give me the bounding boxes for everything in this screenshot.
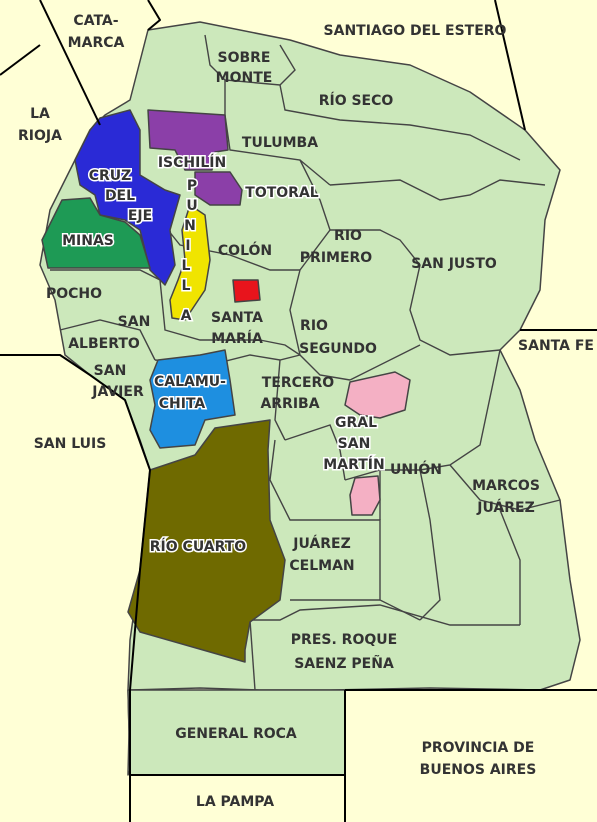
label-catamarca-2: MARCA (68, 35, 125, 51)
label-general-roca: GENERAL ROCA (175, 726, 297, 742)
label-buenos-aires-1: PROVINCIA DE (422, 740, 535, 756)
label-rio-primero-1: RIO (334, 228, 362, 244)
dept-minas (41, 197, 151, 269)
label-cruz-del-eje-2: DEL (105, 188, 135, 204)
label-minas: MINAS (62, 233, 114, 249)
label-san-alberto-1: SAN (118, 314, 151, 330)
label-cruz-del-eje-1: CRUZ (89, 168, 132, 184)
label-punilla-i: I (185, 238, 190, 254)
dept-tercero-arriba-highlight (344, 371, 411, 419)
label-sobremonte-1: SOBRE (218, 50, 271, 66)
label-punilla-u: U (186, 198, 197, 214)
label-juarez-celman-2: CELMAN (289, 558, 354, 574)
label-punilla-n: N (184, 218, 196, 234)
label-san-justo: SAN JUSTO (411, 256, 497, 272)
label-pres-roque-saenz-pena-2: SAENZ PEÑA (294, 655, 394, 672)
label-rio-primero-2: PRIMERO (300, 250, 373, 266)
label-buenos-aires-2: BUENOS AIRES (420, 762, 537, 778)
label-pres-roque-saenz-pena-1: PRES. ROQUE (291, 632, 397, 648)
label-juarez-celman-1: JUÁREZ (292, 535, 350, 552)
label-san-javier-2: JAVIER (91, 384, 144, 400)
label-la-rioja-2: RIOJA (18, 128, 62, 144)
label-san-javier-1: SAN (94, 363, 127, 379)
label-gral-san-martin-3: MARTÍN (323, 456, 384, 473)
label-totoral: TOTORAL (245, 185, 319, 201)
label-calamuchita-2: CHITA (159, 396, 206, 412)
label-san-luis: SAN LUIS (34, 436, 107, 452)
label-punilla-l2: L (182, 278, 191, 294)
label-rio-cuarto: RÍO CUARTO (150, 538, 247, 555)
neighbor-labels: CATA- MARCA SANTIAGO DEL ESTERO LA RIOJA… (18, 13, 594, 810)
department-boundaries (50, 34, 561, 691)
dept-gral-san-martin-highlight (349, 475, 381, 516)
label-rio-segundo-1: RIO (300, 318, 328, 334)
label-gral-san-martin-1: GRAL (335, 415, 377, 431)
label-santiago: SANTIAGO DEL ESTERO (324, 23, 507, 39)
label-gral-san-martin-2: SAN (338, 436, 371, 452)
label-punilla-l1: L (182, 258, 191, 274)
dept-totoral-highlight (194, 171, 243, 206)
label-rio-segundo-2: SEGUNDO (299, 341, 377, 357)
dept-ischilin (147, 109, 229, 171)
label-santa-maria-1: SANTA (211, 310, 263, 326)
label-tulumba: TULUMBA (242, 135, 318, 151)
label-cruz-del-eje-3: EJE (128, 208, 152, 224)
label-marcos-juarez-2: JUÁREZ (476, 499, 534, 516)
label-ischilin: ISCHILÍN (158, 154, 226, 171)
label-catamarca-1: CATA- (73, 13, 118, 29)
dept-cruz-del-eje (74, 109, 181, 286)
label-santa-maria-2: MARÍA (211, 330, 263, 347)
label-santa-fe: SANTA FE (518, 338, 594, 354)
department-labels: SOBRE MONTE RÍO SECO TULUMBA ISCHILÍN TO… (46, 50, 540, 742)
label-tercero-arriba-1: TERCERO (262, 375, 335, 391)
dept-calamuchita (149, 349, 236, 449)
dept-punilla (169, 204, 211, 321)
label-pocho: POCHO (46, 286, 102, 302)
label-calamuchita-1: CALAMU- (154, 374, 226, 390)
label-la-pampa: LA PAMPA (196, 794, 274, 810)
label-union: UNIÓN (390, 460, 442, 478)
dept-capital (232, 279, 261, 303)
label-rio-seco: RÍO SECO (319, 92, 394, 109)
label-tercero-arriba-2: ARRIBA (260, 396, 319, 412)
label-colon: COLÓN (218, 241, 272, 259)
label-sobremonte-2: MONTE (216, 70, 273, 86)
label-punilla-p: P (187, 178, 197, 194)
label-san-alberto-2: ALBERTO (68, 336, 140, 352)
label-la-rioja-1: LA (30, 106, 50, 122)
label-marcos-juarez-1: MARCOS (472, 478, 540, 494)
label-punilla-a: A (181, 308, 192, 324)
